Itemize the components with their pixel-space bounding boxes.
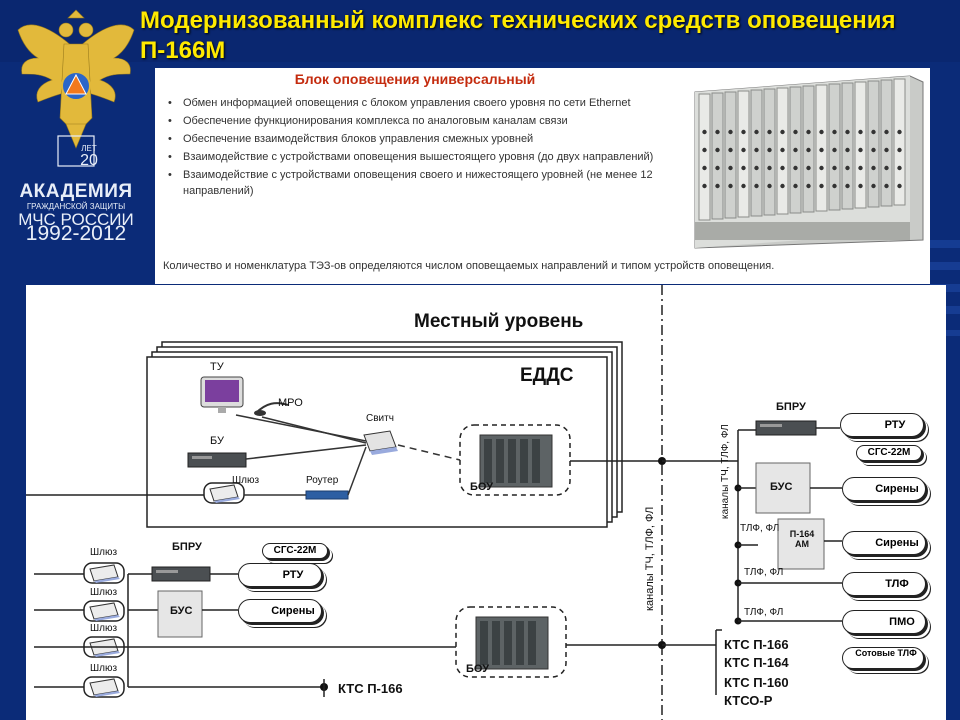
kts-item: КТС П-164 [724,655,789,670]
kts-item: КТС П-160 [724,675,789,690]
logo-line-mchs: МЧС РОССИИ [18,210,134,229]
kts-item: КТСО-Р [724,693,773,708]
rtu-right-pill: РТУ [840,413,924,437]
academy-logo: ЛЕТ 20 АКАДЕМИЯ ГРАЖДАНСКОЙ ЗАЩИТЫ МЧС Р… [12,8,140,258]
feature-item: Взаимодействие с устройствами оповещения… [165,149,673,165]
tlf-fl-1-label: ТЛФ, ФЛ [740,523,780,534]
logo-line-academy: АКАДЕМИЯ [19,181,133,202]
channels-right-label: каналы ТЧ, ТЛФ, ФЛ [720,424,731,519]
info-title: Блок оповещения универсальный [294,71,536,87]
router-label: Роутер [306,475,339,486]
bu-label: БУ [210,435,224,447]
channels-middle-label: каналы ТЧ, ТЛФ, ФЛ [644,506,656,611]
kts-left-label: КТС П-166 [338,681,403,696]
logo-line-years: 1992-2012 [25,222,127,245]
p164am-label: П-164 АМ [789,529,815,549]
slide-title: Модернизованный комплекс технических сре… [140,7,896,64]
feature-item: Взаимодействие с устройствами оповещения… [165,167,673,199]
tu-label: ТУ [210,361,224,373]
feature-list: Обмен информацией оповещения с блоком уп… [165,95,673,201]
logo-line-civil-defense: ГРАЖДАНСКОЙ ЗАЩИТЫ [26,202,126,211]
diagram-lines [26,285,881,720]
feature-item: Обеспечение функционирования комплекса п… [165,113,673,129]
mro-label: МРО [278,397,303,409]
equipment-rack-image [694,75,924,249]
eagle-emblem-icon [17,9,135,167]
info-panel: Блок оповещения универсальный Обмен инфо… [155,68,930,284]
bou-label: БОУ [470,481,494,493]
bpru-left-label: БПРУ [172,541,202,553]
tlf-pill: ТЛФ [842,572,926,596]
bus-right-label: БУС [770,481,793,493]
switch-label: Свитч [366,413,394,424]
cell-tlf-pill: Сотовые ТЛФ [842,647,924,669]
bou-lower-label: БОУ [466,663,490,675]
sirens-right-2-pill: Сирены [842,531,926,555]
tlf-fl-2-label: ТЛФ, ФЛ [744,567,784,578]
gateway-1-label: Шлюз [90,547,118,558]
gateway-3-label: Шлюз [90,623,118,634]
gateway-label: Шлюз [232,475,260,486]
bus-left-label: БУС [170,605,193,617]
network-diagram: Местный уровень ЕДДС ТУ МРО Свитч БУ Шлю… [26,285,946,720]
gateway-4-label: Шлюз [90,663,118,674]
level-title: Местный уровень [414,311,584,332]
tlf-fl-3-label: ТЛФ, ФЛ [744,607,784,618]
anniversary-badge: ЛЕТ 20 [80,144,98,169]
sirens-left-pill: Сирены [238,599,322,623]
gateway-2-label: Шлюз [90,587,118,598]
sirens-right-1-pill: Сирены [842,477,926,501]
sgs-left-pill: СГС-22М [262,543,328,559]
bpru-right-label: БПРУ [776,401,806,413]
feature-item: Обмен информацией оповещения с блоком уп… [165,95,673,111]
info-note: Количество и номенклатура ТЭЗ-ов определ… [163,260,775,272]
pmo-pill: ПМО [842,610,926,634]
kts-item: КТС П-166 [724,637,789,652]
sgs-right-pill: СГС-22М [856,445,922,461]
edds-label: ЕДДС [520,365,574,386]
rtu-left-pill: РТУ [238,563,322,587]
feature-item: Обеспечение взаимодействия блоков управл… [165,131,673,147]
